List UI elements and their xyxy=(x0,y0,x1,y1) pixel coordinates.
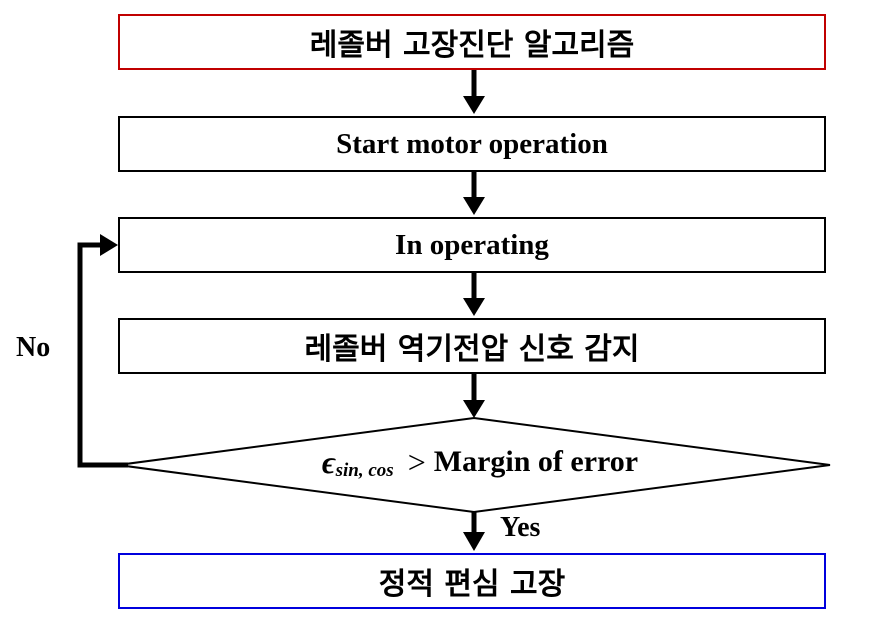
greater-than-operator: > xyxy=(407,443,426,480)
detect-step-text: 레졸버 역기전압 신호 감지 xyxy=(304,332,640,367)
decision-text: Margin of error xyxy=(433,445,639,478)
start-step-text: Start motor operation xyxy=(336,127,608,160)
result-text: 정적 편심 고장 xyxy=(378,567,566,602)
epsilon-symbol: ϵ xyxy=(321,443,336,480)
arrow-start-to-operating xyxy=(463,172,485,215)
arrow-no-loop xyxy=(77,234,128,468)
detect-step-box: 레졸버 역기전압 신호 감지 xyxy=(118,318,826,374)
arrow-operating-to-detect xyxy=(463,273,485,316)
start-step-box: Start motor operation xyxy=(118,116,826,172)
arrow-decision-to-result xyxy=(463,512,485,551)
no-branch-label: No xyxy=(16,332,51,363)
arrow-detect-to-decision xyxy=(463,374,485,418)
operating-step-box: In operating xyxy=(118,217,826,273)
title-box: 레졸버 고장진단 알고리즘 xyxy=(118,14,826,70)
yes-branch-label: Yes xyxy=(500,512,541,543)
decision-condition: ϵ sin, cos > Margin of error xyxy=(130,440,830,484)
epsilon-subscript: sin, cos xyxy=(335,460,394,481)
operating-step-text: In operating xyxy=(395,228,549,261)
title-text: 레졸버 고장진단 알고리즘 xyxy=(309,28,635,63)
arrow-title-to-start xyxy=(463,70,485,114)
result-box: 정적 편심 고장 xyxy=(118,553,826,609)
